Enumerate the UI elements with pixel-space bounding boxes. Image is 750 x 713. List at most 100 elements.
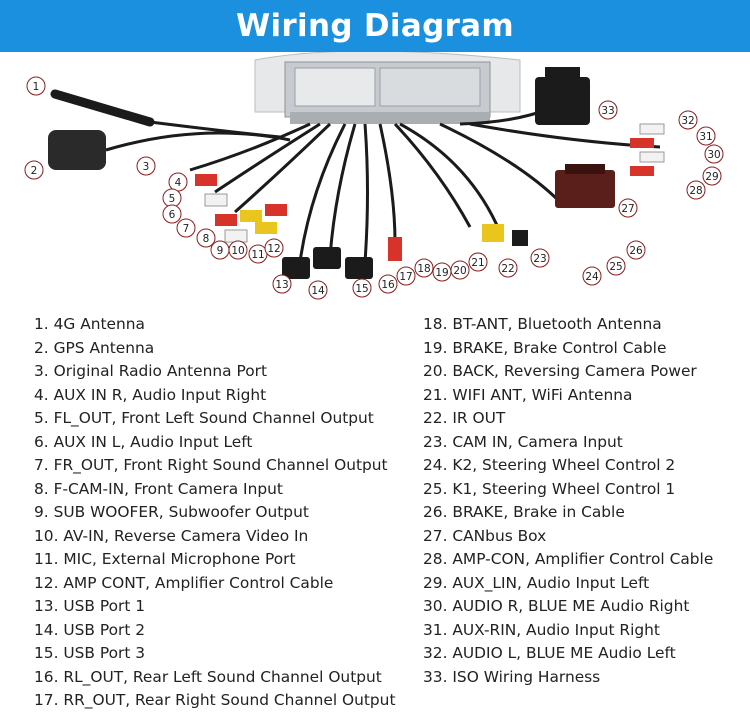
callout-number: 4 [175, 177, 182, 189]
canbus-box [555, 164, 615, 208]
legend-item-label: BT-ANT, Bluetooth Antenna [452, 315, 662, 333]
legend-item: 27.CANbus Box [423, 525, 713, 549]
legend-item-label: K2, Steering Wheel Control 2 [452, 456, 676, 474]
legend-item: 12.AMP CONT, Amplifier Control Cable [34, 572, 395, 596]
legend-item: 23.CAM IN, Camera Input [423, 431, 713, 455]
legend-item-number: 13. [34, 597, 59, 615]
legend-item-label: 4G Antenna [53, 315, 145, 333]
legend-item: 24.K2, Steering Wheel Control 2 [423, 454, 713, 478]
callout-29: 29 [702, 166, 722, 186]
legend-column-right: 18.BT-ANT, Bluetooth Antenna 19.BRAKE, Br… [423, 313, 713, 689]
legend-item: 25.K1, Steering Wheel Control 1 [423, 478, 713, 502]
callout-number: 26 [629, 245, 643, 257]
callout-16: 16 [378, 274, 398, 294]
legend-item-label: AUDIO L, BLUE ME Audio Left [452, 644, 676, 662]
legend-item-label: WIFI ANT, WiFi Antenna [452, 385, 633, 404]
callout-number: 6 [169, 209, 176, 221]
callout-4: 4 [168, 172, 188, 192]
legend-item-number: 23. [423, 432, 448, 451]
legend-item: 14.USB Port 2 [34, 619, 395, 643]
callout-number: 5 [169, 193, 176, 205]
callout-number: 29 [705, 171, 718, 183]
legend-item-number: 26. [423, 503, 448, 521]
legend-item-number: 6. [34, 432, 49, 451]
rca-connectors-right [388, 123, 665, 261]
iso-harness [535, 67, 590, 125]
legend-item: 5.FL_OUT, Front Left Sound Channel Outpu… [34, 407, 395, 431]
legend-item-number: 15. [34, 644, 59, 662]
legend-item-number: 7. [34, 456, 49, 474]
callout-5: 5 [162, 188, 182, 208]
legend-item-label: Original Radio Antenna Port [53, 362, 267, 380]
callout-2: 2 [24, 160, 44, 180]
legend-item-label: SUB WOOFER, Subwoofer Output [53, 503, 309, 521]
legend-item-number: 18. [423, 315, 448, 333]
legend-item-label: F-CAM-IN, Front Camera Input [53, 479, 283, 498]
legend-item-label: RL_OUT, Rear Left Sound Channel Output [63, 667, 382, 686]
callout-number: 10 [231, 245, 244, 257]
callout-number: 1 [33, 81, 40, 93]
callout-15: 15 [352, 278, 372, 298]
callout-6: 6 [162, 204, 182, 224]
legend-item-label: BRAKE, Brake Control Cable [452, 338, 667, 357]
legend-item: 6.AUX IN L, Audio Input Left [34, 431, 395, 455]
legend-item-number: 24. [423, 456, 448, 474]
legend-item-number: 31. [423, 620, 448, 639]
callout-number: 9 [217, 245, 224, 257]
title-banner: Wiring Diagram [0, 0, 750, 52]
callout-30: 30 [704, 144, 724, 164]
legend-item: 26.BRAKE, Brake in Cable [423, 501, 713, 525]
legend-item: 29.AUX_LIN, Audio Input Left [423, 572, 713, 596]
legend-item-label: BACK, Reversing Camera Power [452, 362, 697, 380]
callout-31: 31 [696, 126, 716, 146]
legend-item: 28.AMP-CON, Amplifier Control Cable [423, 548, 713, 572]
legend-item-label: USB Port 1 [63, 597, 146, 615]
legend-item-number: 4. [34, 385, 49, 404]
callout-9: 9 [210, 240, 230, 260]
callout-25: 25 [606, 256, 626, 276]
callout-17: 17 [396, 266, 416, 286]
legend-item-number: 10. [34, 526, 59, 545]
callout-number: 31 [699, 131, 712, 143]
legend-item-label: AUX IN R, Audio Input Right [53, 385, 267, 404]
rca-connectors-left [195, 174, 287, 243]
legend-item: 21.WIFI ANT, WiFi Antenna [423, 384, 713, 408]
callout-13: 13 [272, 274, 292, 294]
usb-ports [282, 247, 373, 279]
legend-item-label: MIC, External Microphone Port [63, 550, 296, 568]
legend-item: 11.MIC, External Microphone Port [34, 548, 395, 572]
callout-7: 7 [176, 218, 196, 238]
callout-11: 11 [248, 244, 268, 264]
legend-item-number: 16. [34, 667, 59, 686]
legend-item-label: AUX_LIN, Audio Input Left [452, 573, 650, 592]
legend-item: 15.USB Port 3 [34, 642, 395, 666]
callout-number: 32 [681, 115, 694, 127]
callout-27: 27 [618, 198, 638, 218]
callout-32: 32 [678, 110, 698, 130]
legend-item: 33.ISO Wiring Harness [423, 666, 713, 690]
legend-item-label: CANbus Box [452, 526, 547, 545]
legend-item: 1.4G Antenna [34, 313, 395, 337]
callout-number: 23 [533, 253, 546, 265]
page-title: Wiring Diagram [236, 8, 514, 44]
callout-number: 22 [501, 263, 514, 275]
callout-number: 12 [267, 243, 280, 255]
callout-18: 18 [414, 258, 434, 278]
callout-number: 7 [183, 223, 190, 235]
callout-number: 30 [707, 149, 720, 161]
legend-item-label: GPS Antenna [53, 338, 155, 357]
legend-item: 8.F-CAM-IN, Front Camera Input [34, 478, 395, 502]
callout-number: 24 [585, 271, 599, 283]
legend-item: 19.BRAKE, Brake Control Cable [423, 337, 713, 361]
callout-number: 28 [689, 185, 702, 197]
legend-item-label: AV-IN, Reverse Camera Video In [63, 526, 309, 545]
legend-item: 30.AUDIO R, BLUE ME Audio Right [423, 595, 713, 619]
legend-item-label: AMP CONT, Amplifier Control Cable [63, 573, 334, 592]
legend-item: 31.AUX-RIN, Audio Input Right [423, 619, 713, 643]
callout-23: 23 [530, 248, 550, 268]
legend-item-label: AUDIO R, BLUE ME Audio Right [452, 597, 690, 615]
legend-item-number: 17. [34, 691, 59, 709]
